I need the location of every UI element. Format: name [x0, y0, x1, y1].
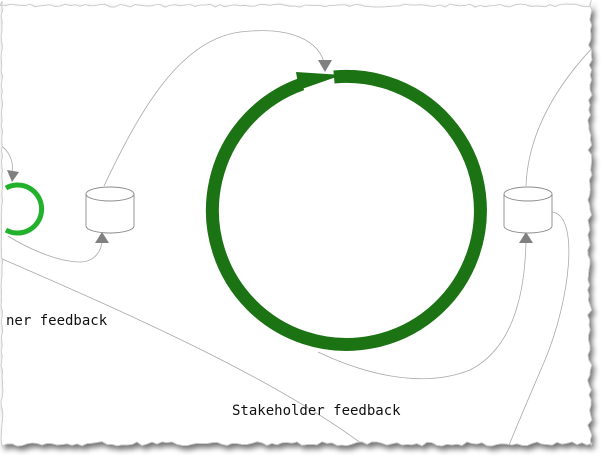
cycle-arrow-icon — [4, 182, 45, 236]
connector-left-diagonal-to-bottom — [0, 257, 371, 446]
connector-right-store-to-top-right — [525, 39, 592, 187]
database-cylinder-icon — [503, 186, 553, 234]
connector-right-store-to-bottom — [504, 211, 570, 446]
connector-left-store-to-big-loop — [103, 30, 326, 187]
torn-paper-edge — [0, 0, 593, 447]
connector-small-loop-to-left-store — [7, 235, 103, 263]
database-cylinder-icon — [85, 186, 135, 234]
stakeholder-feedback-label: Stakeholder feedback — [232, 403, 401, 419]
arrowhead-into-right-store — [519, 232, 533, 243]
customer-feedback-label: ner feedback — [6, 313, 108, 329]
arrowhead-into-small-loop — [7, 170, 19, 182]
connector-big-loop-to-right-store — [317, 239, 527, 380]
arrowhead-into-left-store — [95, 232, 109, 243]
arrowhead-into-big-loop — [318, 60, 332, 72]
cycle-arrow-icon — [205, 69, 487, 351]
